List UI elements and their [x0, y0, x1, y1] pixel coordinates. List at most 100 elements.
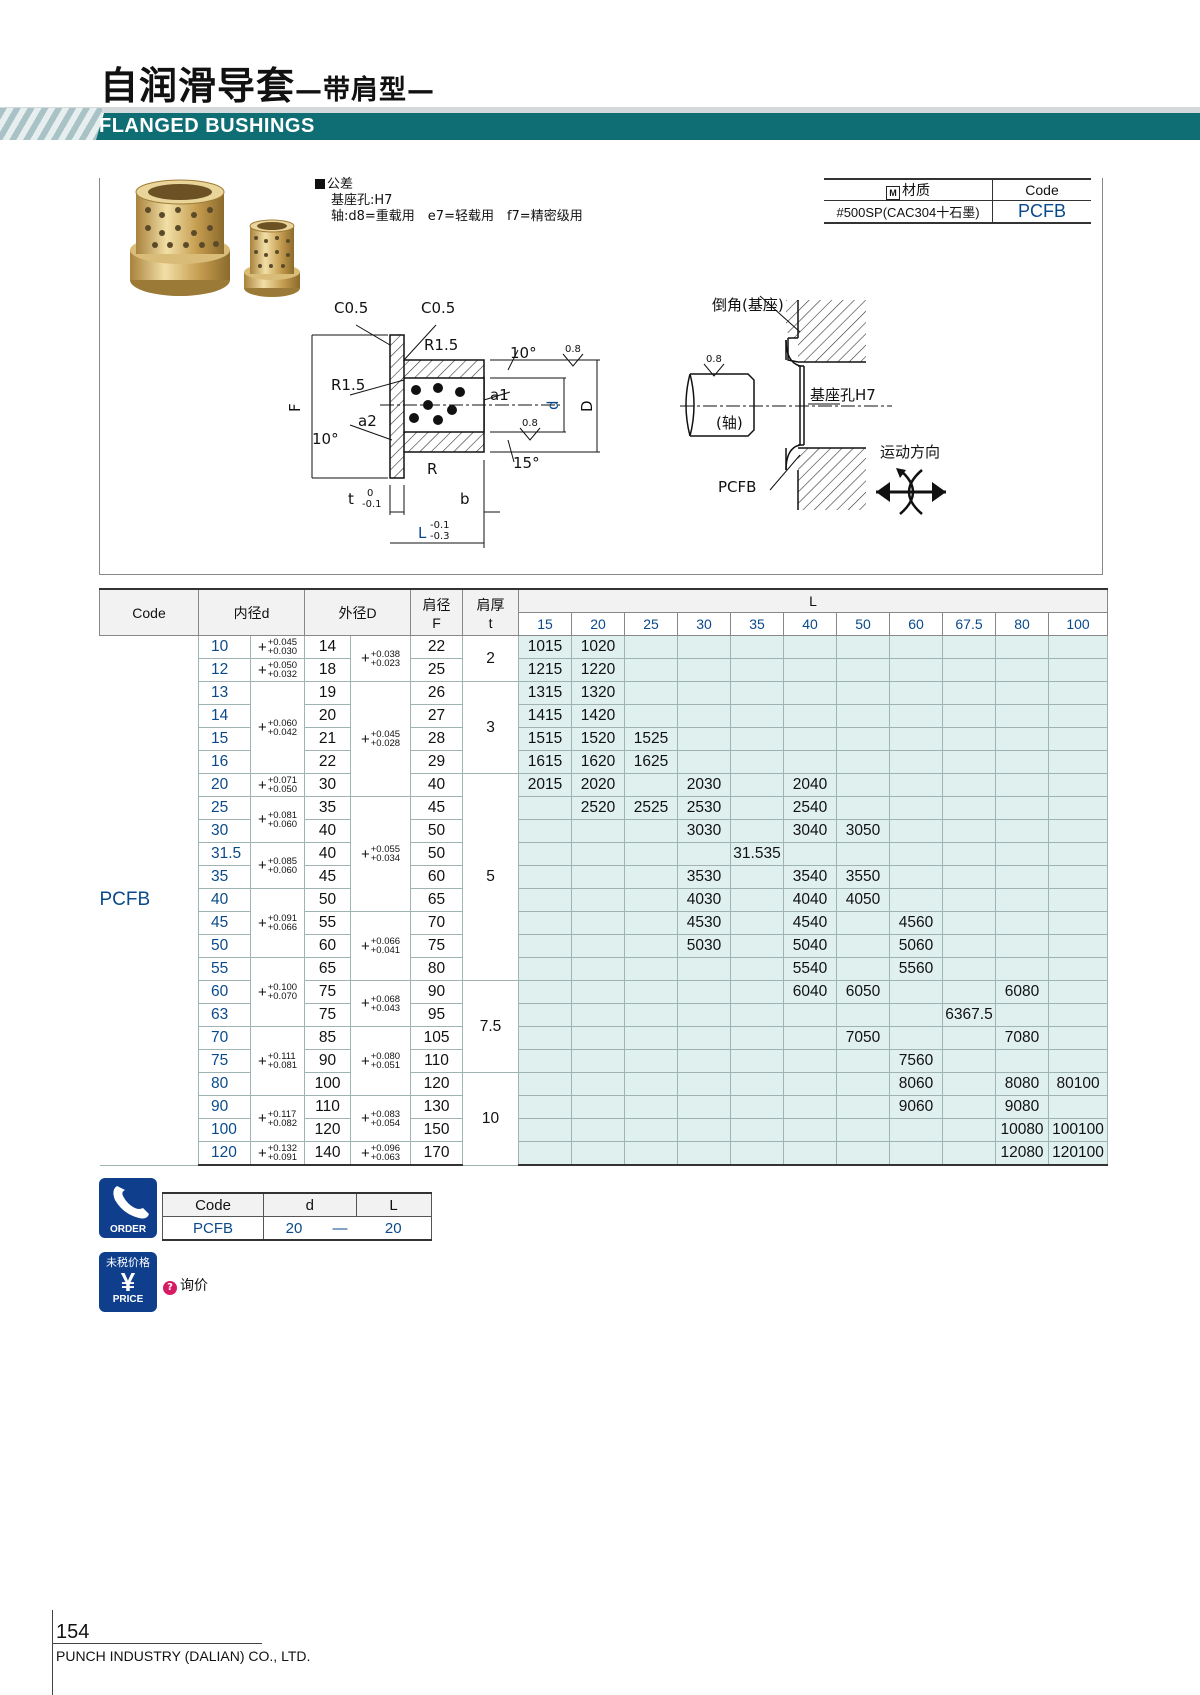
- L-cell: [1048, 911, 1109, 935]
- L-cell: [624, 1049, 679, 1073]
- L-cell: [783, 842, 838, 866]
- L-cell: [677, 750, 732, 774]
- L-cell: [942, 1118, 997, 1142]
- L-cell: [677, 1049, 732, 1073]
- L-cell: [518, 842, 573, 866]
- L-cell: [677, 980, 732, 1004]
- F-cell: 50: [410, 819, 464, 843]
- header-L-7: 60: [889, 612, 944, 636]
- L-cell: 1615: [518, 750, 573, 774]
- L-cell: [518, 1003, 573, 1027]
- material-code: PCFB: [992, 200, 1091, 224]
- label-roughness-mid: 0.8: [522, 418, 538, 429]
- L-cell: [677, 1118, 732, 1142]
- L-cell: [995, 957, 1050, 981]
- label-shaft: (轴): [716, 414, 743, 432]
- L-cell: [730, 727, 785, 751]
- L-cell: [942, 635, 997, 659]
- L-cell: 1625: [624, 750, 679, 774]
- L-cell: 1525: [624, 727, 679, 751]
- L-cell: 1415: [518, 704, 573, 728]
- F-cell: 60: [410, 865, 464, 889]
- D-tolerance-cell: ++0.045+0.028: [350, 681, 412, 797]
- L-cell: [889, 635, 944, 659]
- L-cell: 6050: [836, 980, 891, 1004]
- d-cell: 63: [198, 1003, 251, 1027]
- L-cell: 2030: [677, 773, 732, 797]
- L-cell: [677, 635, 732, 659]
- L-cell: 10080: [995, 1118, 1050, 1142]
- d-tolerance-cell: ++0.111+0.081: [249, 1026, 306, 1096]
- L-cell: [1048, 1095, 1109, 1119]
- F-cell: 65: [410, 888, 464, 912]
- L-cell: [571, 1118, 626, 1142]
- L-cell: 9060: [889, 1095, 944, 1119]
- L-cell: [571, 1049, 626, 1073]
- F-cell: 22: [410, 635, 464, 659]
- d-cell: 40: [198, 888, 251, 912]
- F-cell: 170: [410, 1141, 464, 1166]
- tolerance-line1: 基座孔:H7: [331, 193, 393, 208]
- L-cell: [518, 865, 573, 889]
- label-angle10-top: 10°: [510, 344, 537, 362]
- t-cell: 7.5: [462, 980, 520, 1073]
- header-L-9: 80: [995, 612, 1050, 636]
- D-cell: 85: [304, 1026, 352, 1050]
- d-cell: 13: [198, 681, 251, 705]
- L-cell: [677, 1026, 732, 1050]
- L-cell: [677, 704, 732, 728]
- L-cell: [1048, 1049, 1109, 1073]
- F-cell: 29: [410, 750, 464, 774]
- L-cell: 6367.5: [942, 1003, 997, 1027]
- L-cell: 100100: [1048, 1118, 1109, 1142]
- L-cell: [889, 819, 944, 843]
- d-cell: 70: [198, 1026, 251, 1050]
- L-cell: [942, 750, 997, 774]
- L-cell: [730, 1095, 785, 1119]
- label-roughness-top: 0.8: [565, 344, 581, 355]
- L-cell: 4030: [677, 888, 732, 912]
- L-cell: [942, 658, 997, 682]
- L-cell: 6040: [783, 980, 838, 1004]
- L-cell: 2020: [571, 773, 626, 797]
- L-cell: [836, 727, 891, 751]
- tolerance-heading: 公差: [315, 177, 583, 193]
- L-cell: 3550: [836, 865, 891, 889]
- L-cell: [783, 681, 838, 705]
- D-tolerance-cell: ++0.083+0.054: [350, 1095, 412, 1142]
- L-cell: [836, 957, 891, 981]
- L-cell: [836, 1049, 891, 1073]
- L-cell: 4560: [889, 911, 944, 935]
- L-cell: [889, 796, 944, 820]
- L-cell: [889, 980, 944, 1004]
- L-cell: [571, 957, 626, 981]
- L-cell: 1320: [571, 681, 626, 705]
- L-cell: [677, 1095, 732, 1119]
- L-cell: [942, 911, 997, 935]
- L-cell: [942, 842, 997, 866]
- inquiry-note: ?询价: [163, 1275, 208, 1295]
- L-cell: [624, 865, 679, 889]
- L-cell: [1048, 934, 1109, 958]
- L-cell: 1620: [571, 750, 626, 774]
- L-cell: [836, 681, 891, 705]
- order-example-table: Code d L PCFB 20 — 20: [162, 1192, 432, 1241]
- L-cell: [571, 819, 626, 843]
- L-cell: [1048, 750, 1109, 774]
- L-cell: [942, 1141, 997, 1166]
- L-cell: [677, 658, 732, 682]
- L-cell: [942, 773, 997, 797]
- tolerance-notes: 公差 基座孔:H7 轴:d8=重载用 e7=轻载用 f7=精密级用: [315, 177, 583, 225]
- D-cell: 65: [304, 957, 352, 981]
- title-english: FLANGED BUSHINGS: [99, 115, 315, 137]
- L-cell: 80100: [1048, 1072, 1109, 1096]
- tolerance-line2: 轴:d8=重载用 e7=轻载用 f7=精密级用: [331, 209, 583, 224]
- L-cell: [518, 1072, 573, 1096]
- label-c05-right: C0.5: [421, 299, 455, 317]
- L-cell: [995, 635, 1050, 659]
- technical-drawing: C0.5 C0.5 R1.5 R1.5 a1 a2 10° 10° 15° 0.…: [130, 179, 946, 548]
